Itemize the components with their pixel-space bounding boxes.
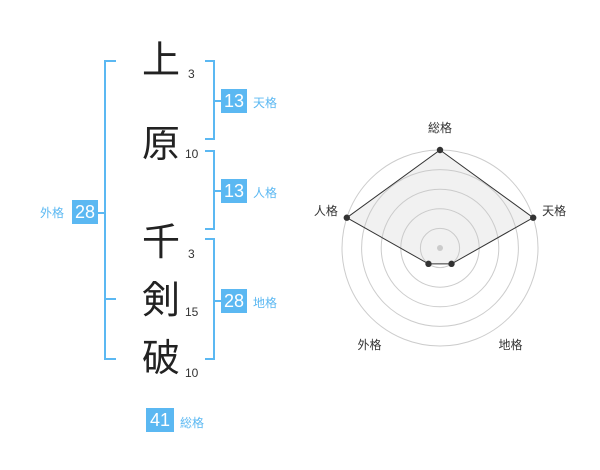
- chikaku-bracket: [205, 238, 215, 360]
- tenkaku-label: 天格: [253, 96, 278, 110]
- tenkaku-bracket: [205, 60, 215, 140]
- radar-polygon: [345, 149, 535, 265]
- gaikaku-label: 外格: [40, 206, 65, 220]
- stroke-count-1: 3: [188, 67, 195, 81]
- jinkaku-bracket: [205, 150, 215, 230]
- gaikaku-value: 28: [72, 200, 98, 224]
- radar-axis-label-5: 人格: [314, 203, 338, 218]
- radar-axis-label-3: 地格: [498, 337, 522, 352]
- name-char-4: 剣: [142, 278, 181, 322]
- name-char-2: 原: [142, 122, 181, 166]
- name-char-1: 上: [142, 38, 181, 82]
- radar-point-1: [436, 146, 444, 154]
- stroke-count-3: 3: [188, 247, 195, 261]
- tenkaku-value: 13: [221, 89, 247, 113]
- chikaku-tick: [215, 300, 221, 302]
- stroke-count-2: 10: [185, 147, 199, 161]
- radar-point-5: [343, 214, 350, 221]
- gaikaku-bracket-upper: [104, 60, 116, 300]
- name-char-3: 千: [142, 220, 181, 264]
- radar-point-3: [448, 260, 455, 268]
- radar-ring-4: [361, 169, 519, 327]
- jinkaku-tick: [215, 190, 221, 192]
- radar-point-4: [425, 260, 432, 268]
- chikaku-value: 28: [221, 289, 247, 313]
- radar-ring-1: [419, 227, 461, 269]
- radar-point-2: [530, 214, 537, 221]
- gaikaku-bracket-lower: [104, 298, 116, 360]
- stroke-count-5: 10: [185, 366, 199, 380]
- soukaku-label: 総格: [180, 416, 205, 430]
- jinkaku-value: 13: [221, 179, 247, 203]
- radar-axis-label-2: 天格: [542, 203, 566, 218]
- gaikaku-tick: [98, 212, 104, 214]
- radar-axis-label-1: 総格: [428, 120, 452, 135]
- name-char-5: 破: [142, 336, 181, 380]
- jinkaku-label: 人格: [253, 186, 278, 200]
- tenkaku-tick: [215, 100, 221, 102]
- chikaku-label: 地格: [253, 296, 278, 310]
- stroke-count-4: 15: [185, 305, 199, 319]
- radar-ring-3: [380, 188, 500, 308]
- radar-axis-label-4: 外格: [357, 337, 381, 352]
- radar-center-dot: [437, 245, 443, 251]
- soukaku-value: 41: [146, 408, 174, 432]
